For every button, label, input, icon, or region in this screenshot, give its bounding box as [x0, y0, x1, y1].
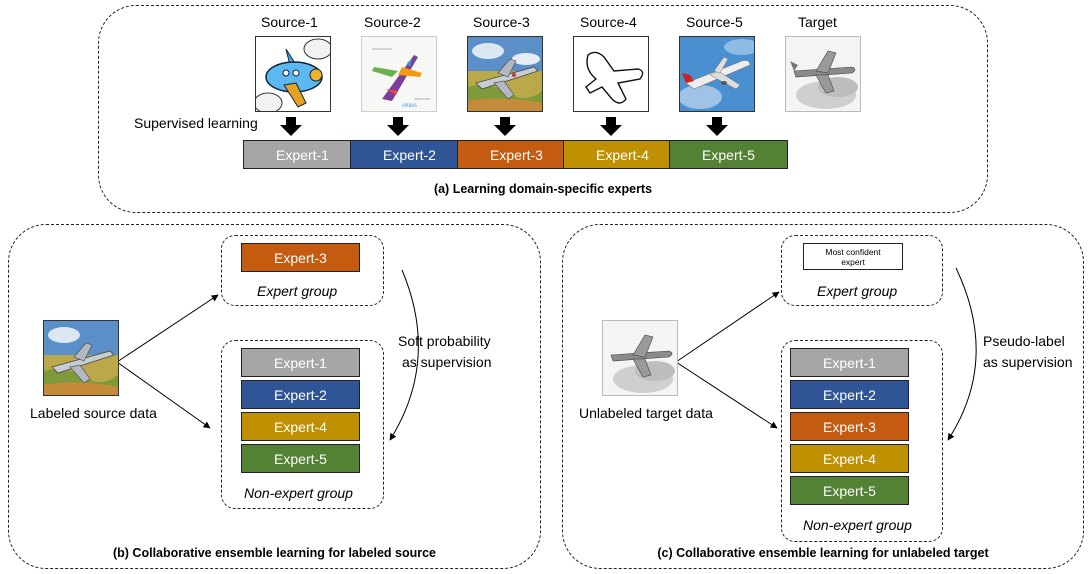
panel-a [98, 5, 988, 213]
expert-4-box: Expert-4 [563, 140, 682, 169]
expert-4-box: Expert-4 [790, 444, 909, 473]
expert-2-box: Expert-2 [350, 140, 469, 169]
arrow-to-non-expert-group [675, 361, 778, 429]
source-3-label: Source-3 [473, 14, 530, 30]
expert-1-box: Expert-1 [790, 348, 909, 377]
supervision-label-line-1: Soft probability [398, 333, 491, 349]
expert-group-label: Expert group [257, 283, 338, 299]
supervision-curve-arrow [389, 269, 419, 441]
supervision-curve-arrow [947, 267, 977, 441]
non-expert-group-box [221, 340, 384, 509]
pencil-airplane-image [785, 36, 861, 112]
expert-5-box: Expert-5 [790, 476, 909, 505]
panel-c [562, 224, 1084, 569]
target-label: Target [798, 14, 837, 30]
expert-group-box [781, 235, 943, 306]
supervision-label-line-1: Pseudo-label [983, 333, 1065, 349]
source-5-label: Source-5 [686, 14, 743, 30]
supervision-label-line-2: as supervision [983, 354, 1073, 370]
expert-group-box [221, 235, 384, 306]
expert-group-label: Expert group [817, 283, 898, 299]
down-arrow-icon [706, 117, 728, 136]
non-expert-group-box [781, 340, 943, 542]
down-arrows [280, 117, 728, 136]
expert-5-box: Expert-5 [669, 140, 788, 169]
infographic-airplane-image: AIRBUS [361, 36, 437, 112]
sketch-airplane-image [573, 36, 649, 112]
caption-b: (b) Collaborative ensemble learning for … [113, 546, 436, 560]
cartoon-airplane-image [255, 36, 331, 112]
down-arrow-icon [494, 117, 516, 136]
supervised-learning-label: Supervised learning [134, 115, 258, 131]
expert-5-box: Expert-5 [241, 444, 360, 473]
down-arrow-icon [387, 117, 409, 136]
expert-1-box: Expert-1 [241, 348, 360, 377]
arrow-to-expert-group [116, 294, 219, 363]
svg-text:AIRBUS: AIRBUS [402, 103, 417, 108]
expert-3-box: Expert-3 [790, 412, 909, 441]
unlabeled-target-image [602, 320, 678, 396]
most-confident-line-2: expert [841, 257, 865, 267]
caption-c: (c) Collaborative ensemble learning for … [657, 546, 989, 560]
unlabeled-target-label: Unlabeled target data [579, 405, 713, 421]
supervision-label-line-2: as supervision [402, 354, 492, 370]
non-expert-group-label: Non-expert group [244, 485, 353, 501]
painted-airplane-image [467, 36, 543, 112]
down-arrow-icon [280, 117, 302, 136]
expert-2-box: Expert-2 [241, 380, 360, 409]
source-1-label: Source-1 [261, 14, 318, 30]
expert-2-box: Expert-2 [790, 380, 909, 409]
source-2-label: Source-2 [364, 14, 421, 30]
most-confident-line-1: Most confident [825, 247, 881, 257]
labeled-source-label: Labeled source data [30, 405, 157, 421]
panel-b [8, 224, 541, 569]
expert-4-box: Expert-4 [241, 412, 360, 441]
caption-a: (a) Learning domain-specific experts [433, 182, 653, 196]
expert-3-box: Expert-3 [241, 243, 360, 272]
arrow-to-expert-group [675, 291, 780, 363]
arrow-to-non-expert-group [116, 361, 211, 429]
down-arrow-icon [600, 117, 622, 136]
labeled-source-image [43, 320, 119, 396]
expert-3-box: Expert-3 [457, 140, 576, 169]
source-4-label: Source-4 [580, 14, 637, 30]
most-confident-expert-box: Most confident expert [803, 243, 903, 270]
non-expert-group-label: Non-expert group [803, 517, 912, 533]
photo-airplane-image [679, 36, 755, 112]
expert-1-box: Expert-1 [243, 140, 362, 169]
